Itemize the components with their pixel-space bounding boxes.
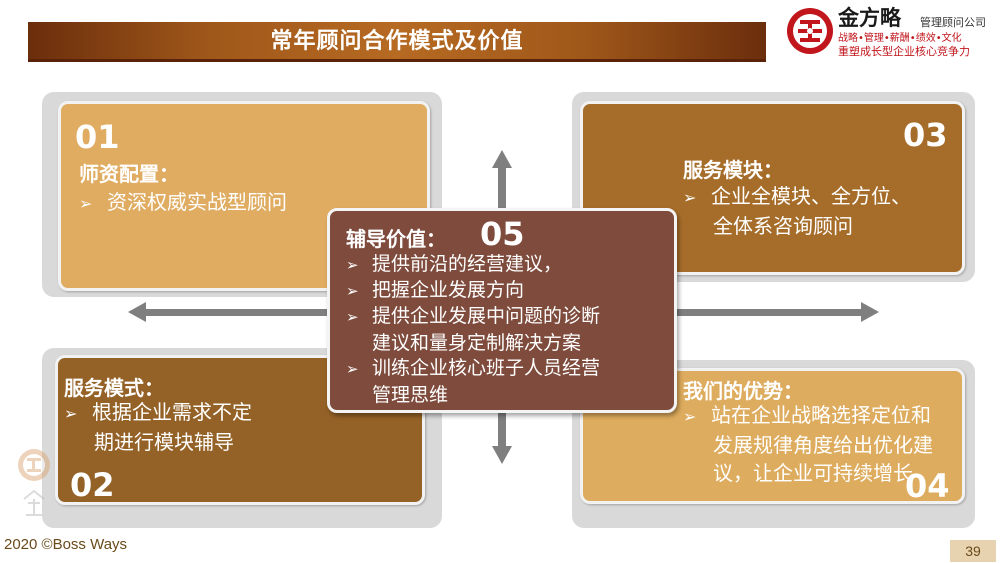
page-title: 常年顾问合作模式及价值 — [270, 29, 524, 54]
card-number: 05 — [480, 215, 525, 253]
bullet-arrow-icon: ➢ — [346, 282, 359, 300]
seal-logo-icon — [787, 8, 833, 54]
list-item: ➢ 提供企业发展中问题的诊断 建议和量身定制解决方案 — [346, 303, 600, 356]
bullet-arrow-icon: ➢ — [683, 407, 697, 426]
bullet-arrow-icon: ➢ — [346, 308, 359, 326]
card-05-coaching-value: 辅导价值： 05 ➢ 提供前沿的经营建议， ➢ 把握企业发展方向 ➢ 提供企业发展中问… — [327, 208, 677, 413]
list-item: ➢ 提供前沿的经营建议， — [346, 251, 562, 278]
bullet-arrow-icon: ➢ — [346, 360, 359, 378]
bullet-arrow-icon: ➢ — [683, 188, 697, 207]
bullet-text: 企业全模块、全方位、 — [711, 184, 911, 208]
card-heading: 师资配置： — [79, 162, 179, 186]
bullet-text-continued: 发展规律角度给出优化建 — [713, 433, 933, 457]
bullet-text: 根据企业需求不定 — [92, 400, 252, 424]
bullet-text: 提供前沿的经营建议， — [372, 253, 563, 275]
arrow-down-icon — [492, 412, 512, 464]
list-item: ➢ 企业全模块、全方位、 全体系咨询顾问 — [683, 182, 911, 240]
bullet-arrow-icon: ➢ — [64, 404, 78, 423]
arrow-left-icon — [128, 302, 330, 322]
card-number: 02 — [70, 466, 115, 504]
title-bar: 常年顾问合作模式及价值 — [28, 22, 766, 62]
logo-tagline: 战略•管理•薪酬•绩效•文化 — [838, 33, 962, 44]
list-item: ➢ 根据企业需求不定 期进行模块辅导 — [64, 398, 252, 456]
card-heading: 服务模块： — [683, 158, 783, 182]
page-number: 39 — [950, 540, 996, 562]
list-item: ➢ 资深权威实战型顾问 — [79, 188, 287, 218]
copyright-text: 2020 ©Boss Ways — [4, 536, 128, 553]
card-03-service-modules: 03 服务模块： ➢ 企业全模块、全方位、 全体系咨询顾问 — [580, 101, 965, 275]
bullet-text-continued: 建议和量身定制解决方案 — [372, 332, 582, 354]
logo-company: 管理顾问公司 — [920, 16, 986, 29]
watermark-logo-icon — [18, 449, 50, 516]
logo-slogan: 重塑成长型企业核心竞争力 — [838, 45, 970, 58]
card-number: 03 — [903, 116, 948, 154]
list-item: ➢ 训练企业核心班子人员经营 管理思维 — [346, 355, 600, 408]
card-01-faculty: 01 师资配置： ➢ 资深权威实战型顾问 — [58, 101, 430, 291]
bullet-arrow-icon: ➢ — [346, 256, 359, 274]
company-logo: 金方略 管理顾问公司 战略•管理•薪酬•绩效•文化 重塑成长型企业核心竞争力 — [785, 4, 1000, 60]
arrow-up-icon — [492, 150, 512, 210]
card-number: 01 — [75, 118, 120, 156]
bullet-text: 把握企业发展方向 — [372, 279, 525, 301]
list-item: ➢ 把握企业发展方向 — [346, 277, 524, 304]
card-02-service-mode: 服务模式： ➢ 根据企业需求不定 期进行模块辅导 02 — [55, 355, 425, 505]
list-item: ➢ 站在企业战略选择定位和 发展规律角度给出优化建 议，让企业可持续增长 — [683, 401, 933, 487]
bullet-text: 资深权威实战型顾问 — [107, 190, 287, 214]
card-heading: 服务模式： — [64, 376, 164, 400]
bullet-text-continued: 期进行模块辅导 — [94, 430, 234, 454]
card-heading: 我们的优势： — [683, 379, 803, 403]
logo-brand: 金方略 — [838, 5, 901, 30]
arrow-right-icon — [675, 302, 879, 322]
bullet-text: 提供企业发展中问题的诊断 — [372, 305, 601, 327]
bullet-text-continued: 全体系咨询顾问 — [713, 214, 853, 238]
card-number: 04 — [905, 467, 950, 505]
bullet-text: 训练企业核心班子人员经营 — [372, 357, 601, 379]
bullet-text-continued: 议，让企业可持续增长 — [713, 461, 913, 485]
bullet-text-continued: 管理思维 — [372, 384, 449, 406]
bullet-text: 站在企业战略选择定位和 — [711, 403, 931, 427]
bullet-arrow-icon: ➢ — [79, 194, 93, 213]
card-heading: 辅导价值： — [346, 227, 446, 251]
